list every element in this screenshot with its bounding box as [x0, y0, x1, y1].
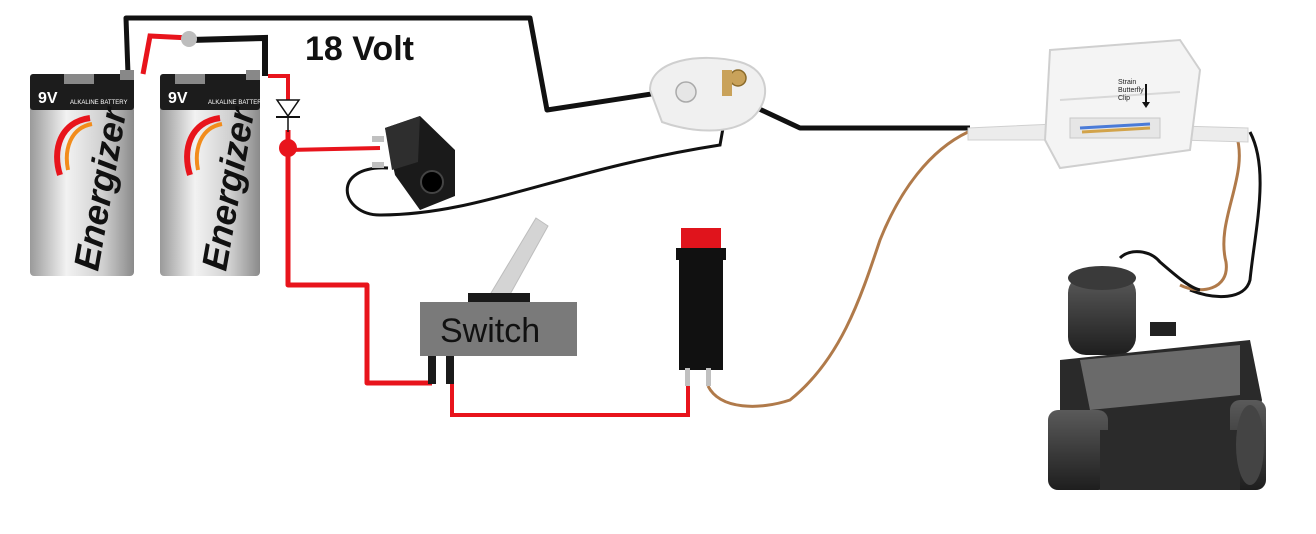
red-wire-switch-to-button	[450, 380, 690, 417]
junction-text-3: Clip	[1118, 95, 1130, 102]
black-wire-top	[123, 15, 970, 131]
diode-icon	[275, 99, 301, 132]
red-wire-to-jack	[287, 146, 381, 152]
battery-2-type: ALKALINE BATTERY	[208, 100, 265, 106]
junction-box: Strain Butterfly Clip	[967, 38, 1249, 170]
battery-2-voltage: 9V	[168, 90, 188, 107]
battery-1-voltage: 9V	[38, 90, 58, 107]
voltage-label: 18 Volt	[305, 30, 414, 68]
terminal-connector	[648, 56, 767, 132]
push-button[interactable]	[676, 228, 726, 386]
switch-body	[420, 302, 577, 356]
junction-text-1: Strain	[1118, 79, 1136, 86]
battery-1: 9V ALKALINE BATTERY Energizer	[30, 70, 135, 276]
button-cap	[681, 228, 721, 250]
junction-text-2: Butterfly	[1118, 87, 1144, 94]
red-wire-battery-link	[140, 33, 191, 75]
black-wire-to-valve	[1189, 131, 1262, 299]
switch-label: Switch	[440, 312, 540, 350]
black-wire-jack	[345, 99, 730, 217]
toggle-switch[interactable]: Switch	[420, 217, 577, 384]
dc-jack	[372, 116, 455, 210]
battery-1-type: ALKALINE BATTERY	[70, 100, 127, 106]
red-wire-to-diode	[268, 74, 290, 100]
solenoid-valve	[1048, 250, 1266, 490]
brown-wire-to-valve	[1179, 133, 1241, 292]
battery-2: 9V ALKALINE BATTERY Energizer	[160, 70, 265, 276]
black-wire-battery-link	[189, 34, 268, 76]
wire-splice	[181, 31, 197, 47]
brown-wire-to-junction	[706, 130, 969, 408]
